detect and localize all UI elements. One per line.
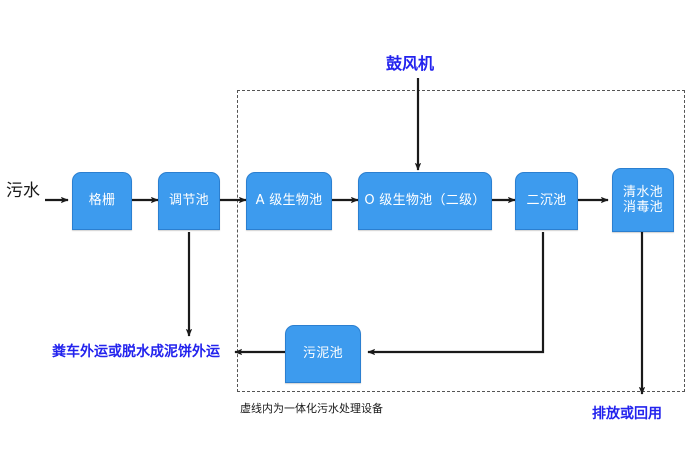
enclosure-caption: 虚线内为一体化污水处理设备 bbox=[240, 402, 383, 415]
node-secondary-settling-tank-label: 二沉池 bbox=[526, 193, 567, 209]
node-regulating-tank[interactable]: 调节池 bbox=[158, 172, 220, 230]
node-grille[interactable]: 格栅 bbox=[72, 172, 132, 230]
node-a-stage-bioreactor-label: A 级生物池 bbox=[255, 193, 323, 209]
node-grille-label: 格栅 bbox=[88, 193, 116, 209]
influent-label: 污水 bbox=[6, 181, 40, 201]
node-o-stage-bioreactor-label: O 级生物池（二级） bbox=[364, 193, 486, 209]
sludge-haul-label: 粪车外运或脱水成泥饼外运 bbox=[52, 344, 220, 360]
node-o-stage-bioreactor[interactable]: O 级生物池（二级） bbox=[358, 172, 492, 230]
discharge-reuse-label: 排放或回用 bbox=[592, 406, 662, 422]
integrated-equipment-boundary bbox=[237, 90, 685, 392]
node-regulating-tank-label: 调节池 bbox=[169, 193, 209, 209]
node-clear-water-disinfection-tank[interactable]: 清水池 消毒池 bbox=[612, 168, 674, 232]
node-clear-water-disinfection-tank-label: 清水池 消毒池 bbox=[623, 184, 663, 215]
node-sludge-tank[interactable]: 污泥池 bbox=[285, 325, 361, 383]
blower-label: 鼓风机 bbox=[386, 54, 435, 73]
node-sludge-tank-label: 污泥池 bbox=[303, 346, 343, 362]
node-secondary-settling-tank[interactable]: 二沉池 bbox=[515, 172, 578, 230]
node-a-stage-bioreactor[interactable]: A 级生物池 bbox=[246, 172, 332, 230]
